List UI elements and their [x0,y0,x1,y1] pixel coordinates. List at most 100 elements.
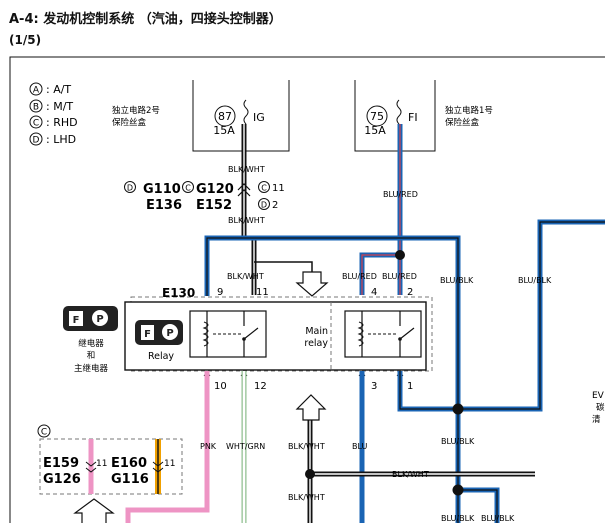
relay-pins-top: 9 11 4 2 [217,287,413,298]
relay-block-dashed [130,296,433,372]
svg-text:E136: E136 [146,198,182,213]
svg-text:BLK/WHT: BLK/WHT [288,493,325,502]
svg-text:E160: E160 [111,456,147,471]
svg-text:F: F [144,329,151,340]
svg-text:BLU/BLK: BLU/BLK [441,514,475,523]
wire-blu-red [359,124,405,295]
legend: A : A/T B : M/T C : RHD D : LHD [29,82,78,146]
svg-text:WHT/GRN: WHT/GRN [226,442,265,451]
svg-text:BLU/RED: BLU/RED [342,272,377,281]
svg-text:F: F [73,315,80,326]
main-relay-label-2: relay [304,338,328,349]
svg-text:IG: IG [253,111,265,124]
pin-chevrons [203,374,404,379]
svg-text:D: D [33,136,40,146]
right-edge-label: EV [592,391,605,401]
svg-text:10: 10 [214,381,227,392]
svg-text:D: D [261,201,267,210]
svg-text:3: 3 [371,381,377,392]
svg-text:4: 4 [371,287,377,298]
up-arrow-icon [295,394,327,421]
svg-text:75: 75 [370,110,384,123]
svg-text:9: 9 [217,287,223,298]
svg-text:: RHD: : RHD [46,116,78,129]
relay-pins-bottom: 10 12 3 1 [214,381,413,392]
svg-text:G120: G120 [196,182,234,197]
svg-text:BLK/WHT: BLK/WHT [227,272,264,281]
legend-item-b: B : M/T [29,99,73,113]
fuse-ig-desc: 独立电路2号 [112,105,160,116]
svg-text:BLK/WHT: BLK/WHT [228,165,265,174]
svg-text:P: P [166,328,173,339]
e159-pin: 11 [96,459,107,469]
wire-labels: BLK/WHT BLK/WHT BLK/WHT BLU/RED BLU/RED … [200,165,552,523]
e160-pin: 11 [164,459,175,469]
svg-text:11: 11 [256,287,269,298]
connector-box-dashed [39,438,183,495]
relay-label: Relay [148,351,174,362]
svg-text:PNK: PNK [200,442,217,451]
svg-text:G126: G126 [43,472,81,487]
connector-labels-top: D G110 C G120 E136 E152 C 11 D 2 [124,181,285,213]
svg-text:87: 87 [218,110,232,123]
svg-text:FI: FI [408,111,418,124]
wire-pnk [125,371,210,523]
up-arrow-icon-bottom [73,498,115,523]
page-number: (1/5) [9,33,42,47]
svg-text:P: P [96,314,103,325]
main-relay [344,310,422,358]
svg-text:BLK/WHT: BLK/WHT [392,470,429,479]
svg-text:BLU/BLK: BLU/BLK [481,514,515,523]
relay-side-text-3: 主继电器 [74,363,109,374]
legend-item-d: D : LHD [29,132,76,146]
svg-text:G110: G110 [143,182,181,197]
diagram-frame [9,56,605,523]
right-edge-label-2: 碳 [596,402,605,413]
svg-text:BLK/WHT: BLK/WHT [228,216,265,225]
svg-text:: A/T: : A/T [46,83,71,96]
relay-1 [189,310,267,358]
svg-text:2: 2 [407,287,413,298]
svg-text:15A: 15A [213,124,235,137]
connector-c-marker [37,424,51,438]
wire-blu-blk-pin1 [397,371,500,523]
svg-text:BLU/BLK: BLU/BLK [440,276,474,285]
down-arrow-icon [295,271,329,297]
fuse-fi-desc: 独立电路1号 [445,105,493,116]
fuse-box-ig: 87 15A IG [192,80,290,152]
svg-text:BLU/BLK: BLU/BLK [518,276,552,285]
svg-text:12: 12 [254,381,267,392]
svg-text:BLU/BLK: BLU/BLK [441,437,475,446]
svg-text:BLU/RED: BLU/RED [383,190,418,199]
chevron-e160 [152,461,164,473]
chevron-e159 [85,461,97,473]
svg-text:B: B [33,103,39,113]
svg-text:G116: G116 [111,472,149,487]
svg-text:BLK/WHT: BLK/WHT [288,442,325,451]
svg-text:: M/T: : M/T [46,100,73,113]
svg-text:C: C [33,119,39,129]
fuse-fi-desc-2: 保险丝盒 [445,117,480,128]
connector-e130: E130 [162,286,195,300]
svg-text:D: D [127,184,133,193]
fuse-ig-desc-2: 保险丝盒 [112,117,147,128]
svg-text:1: 1 [407,381,413,392]
connector-chevron [237,183,251,197]
wire-blu-blk-top [204,219,605,412]
svg-text:C: C [261,184,267,193]
legend-item-a: A : A/T [29,82,71,96]
main-relay-label: Main [305,326,328,337]
wire-blk-wht-lower [305,420,535,523]
fuse-number-circle [214,105,236,127]
bottom-connector-labels: E159 G126 E160 G116 [43,456,149,487]
svg-text:15A: 15A [364,124,386,137]
svg-text:: LHD: : LHD [46,133,76,146]
legend-item-c: C : RHD [29,115,78,129]
svg-text:BLU: BLU [352,442,368,451]
svg-text:C: C [41,428,47,438]
fuse-box-fi: 75 15A FI [354,80,436,152]
svg-text:E159: E159 [43,456,79,471]
svg-text:2: 2 [272,200,278,211]
relay-icon-left: F P [63,306,118,331]
